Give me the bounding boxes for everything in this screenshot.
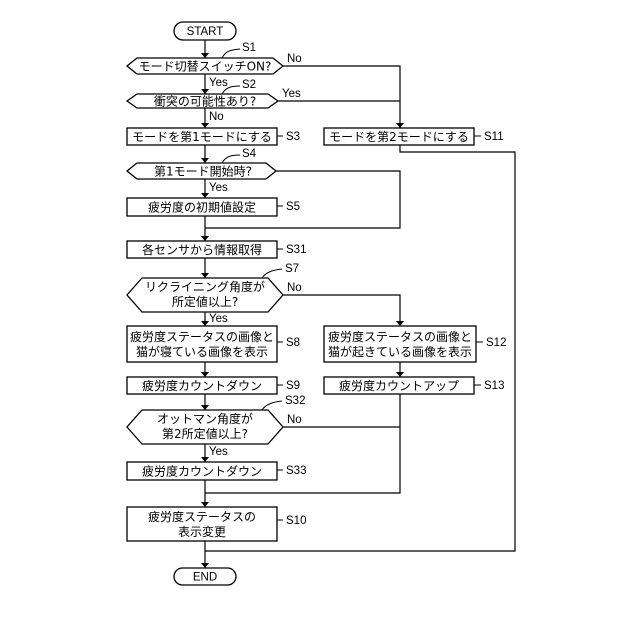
step-label-s9: S9 [286,380,300,392]
step-label-s10: S10 [286,515,306,527]
process-s8: 疲労度ステータスの画像と 猫が寝ている画像を表示 [127,326,277,362]
decision-s32-text-line1: オットマン角度が [157,411,253,426]
arrow-down [201,321,209,326]
arrow-down [201,193,209,198]
arrow-down [201,123,209,128]
decision-s2-text: 衝突の可能性あり? [154,94,256,109]
step-label-s31: S31 [286,244,306,256]
process-s31: 各センサから情報取得 [127,241,277,258]
process-s9: 疲労度カウントダウン [127,377,277,394]
process-s5-text: 疲労度の初期値設定 [148,200,256,215]
decision-s7-text-line1: リクライニング角度が [145,279,265,294]
decision-s4: 第1モード開始時? [127,163,276,179]
decision-s1: モード切替スイッチON? [127,58,283,74]
step-label-s3: S3 [286,131,300,143]
decision-s4-text: 第1モード開始時? [154,165,252,179]
process-s10: 疲労度ステータスの 表示変更 [127,507,277,541]
arrow-down [201,563,209,568]
process-s11-text: モードを第2モードにする [329,130,469,144]
decision-s32-text-line2: 第2所定値以上? [162,426,248,441]
arrow-down [201,158,209,163]
decision-s1-text: モード切替スイッチON? [139,60,272,74]
arrow-down [396,321,404,326]
step-label-s1: S1 [242,42,256,54]
process-s12-text-line2: 猫が起きている画像を表示 [328,344,472,359]
step-label-s13: S13 [484,380,504,392]
end-label: END [193,572,217,584]
arrow-down [201,457,209,462]
process-s8-text-line2: 猫が寝ている画像を表示 [136,344,268,359]
step-label-s12: S12 [486,337,506,349]
branch-s4-yes: Yes [209,182,228,194]
branch-s2-no: No [209,111,224,123]
process-s12-text-line1: 疲労度ステータスの画像と [328,329,472,344]
process-s33-text: 疲労度カウントダウン [142,464,262,479]
arrow-down [201,372,209,377]
process-s9-text: 疲労度カウントダウン [142,378,262,393]
process-s10-text-line1: 疲労度ステータスの [148,509,256,524]
leader-s1 [222,49,240,58]
step-label-s5: S5 [286,201,300,213]
process-s3: モードを第1モードにする [127,128,277,145]
process-s13: 疲労度カウントアップ [324,377,474,394]
branch-s7-no: No [287,282,302,294]
process-s12: 疲労度ステータスの画像と 猫が起きている画像を表示 [324,326,476,362]
arrow-down [201,273,209,278]
arrow-down [201,405,209,410]
step-label-s2: S2 [242,79,256,91]
leader-s4 [222,155,240,163]
decision-s2: 衝突の可能性あり? [127,94,278,109]
process-s13-text: 疲労度カウントアップ [339,378,459,393]
branch-s32-no: No [287,414,302,426]
step-label-s11: S11 [484,131,504,143]
arrow-down [396,123,404,128]
end-terminal: END [174,568,236,585]
branch-s7-yes: Yes [209,313,228,325]
arrow-down [201,53,209,58]
step-label-s7: S7 [285,263,299,275]
process-s31-text: 各センサから情報取得 [142,242,262,257]
arrow-down [201,89,209,94]
branch-s1-yes: Yes [209,77,228,89]
decision-s7-text-line2: 所定値以上? [172,294,238,309]
edge-s7-no [283,295,400,326]
step-label-s4: S4 [242,148,257,160]
branch-s2-yes: Yes [282,88,301,100]
process-s33: 疲労度カウントダウン [127,462,277,480]
process-s5: 疲労度の初期値設定 [127,198,277,216]
branch-s1-no: No [287,53,302,65]
arrow-down [396,372,404,377]
decision-s7: リクライニング角度が 所定値以上? [127,278,283,312]
decision-s32: オットマン角度が 第2所定値以上? [127,410,283,444]
step-label-s32: S32 [285,395,305,407]
process-s3-text: モードを第1モードにする [132,130,272,144]
process-s8-text-line1: 疲労度ステータスの画像と [130,329,274,344]
process-s10-text-line2: 表示変更 [178,524,226,539]
arrow-down [201,236,209,241]
arrow-down [201,502,209,507]
leader-s32 [262,401,282,410]
step-label-s33: S33 [286,465,306,477]
process-s11: モードを第2モードにする [324,128,474,145]
leader-s7 [262,269,282,278]
step-label-s8: S8 [286,337,300,349]
start-terminal: START [174,22,236,40]
branch-s32-yes: Yes [209,446,228,458]
start-label: START [187,26,224,38]
